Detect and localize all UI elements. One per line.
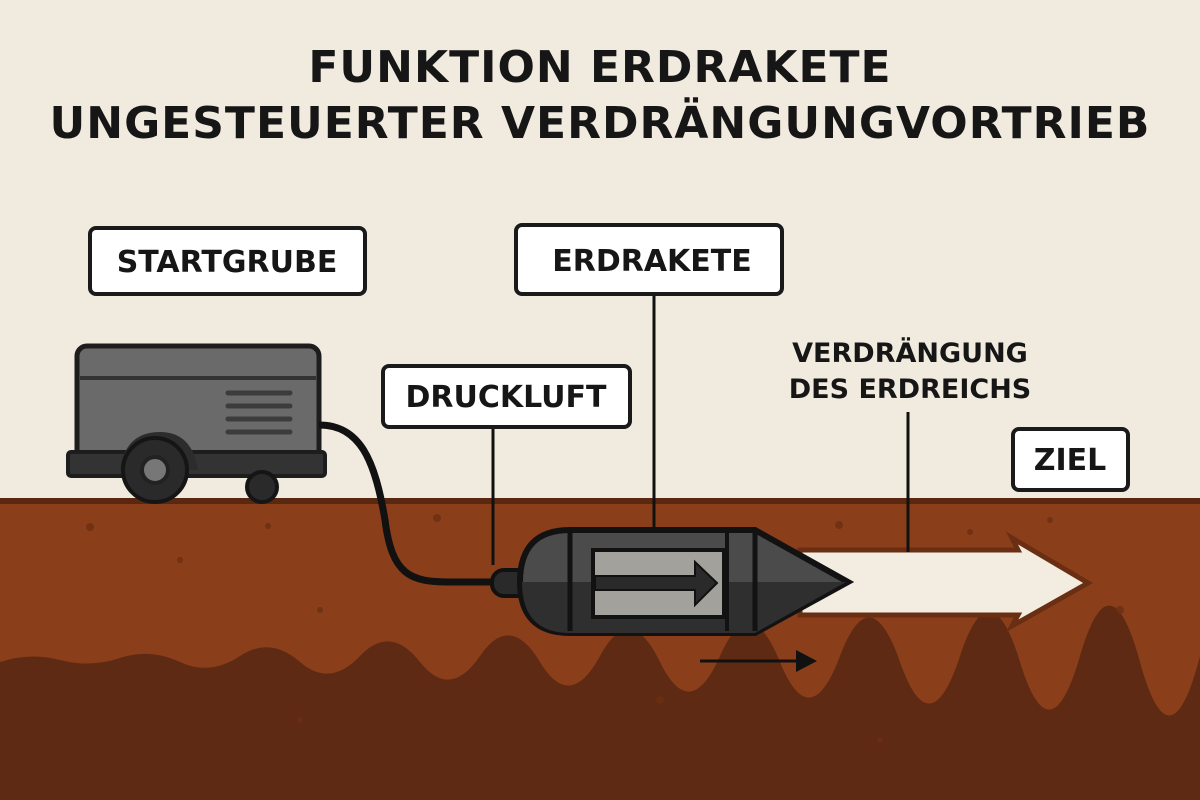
vent-icon [225,390,293,435]
label-erdrakete: ERDRAKETE [514,223,784,296]
label-ziel: ZIEL [1011,427,1130,492]
label-verdraengung-line-1: VERDRÄNGUNG [792,337,1028,369]
label-verdraengung-line-2: DES ERDREICHS [789,374,1032,405]
label-ziel-text: ZIEL [1034,443,1107,478]
direction-arrow-icon [700,650,817,672]
title-line-2: UNGESTEUERTER VERDRÄNGUNGVORTRIEB [50,96,1151,149]
ground-surface-line [0,498,1200,504]
label-startgrube-text: STARTGRUBE [117,245,338,280]
soil-speckles [86,514,1124,743]
label-erdrakete-text: ERDRAKETE [552,244,752,279]
label-startgrube: STARTGRUBE [88,226,367,296]
arrow-right-icon [594,559,719,608]
displacement-arrow [797,531,1093,633]
air-hose [318,421,500,586]
title-line-1: FUNKTION ERDRAKETE [308,42,891,93]
erdrakete-rocket [490,527,855,636]
air-compressor-trailer [66,343,327,504]
label-druckluft: DRUCKLUFT [381,364,632,429]
deep-soil-layer [0,605,1200,800]
label-druckluft-text: DRUCKLUFT [406,380,608,415]
